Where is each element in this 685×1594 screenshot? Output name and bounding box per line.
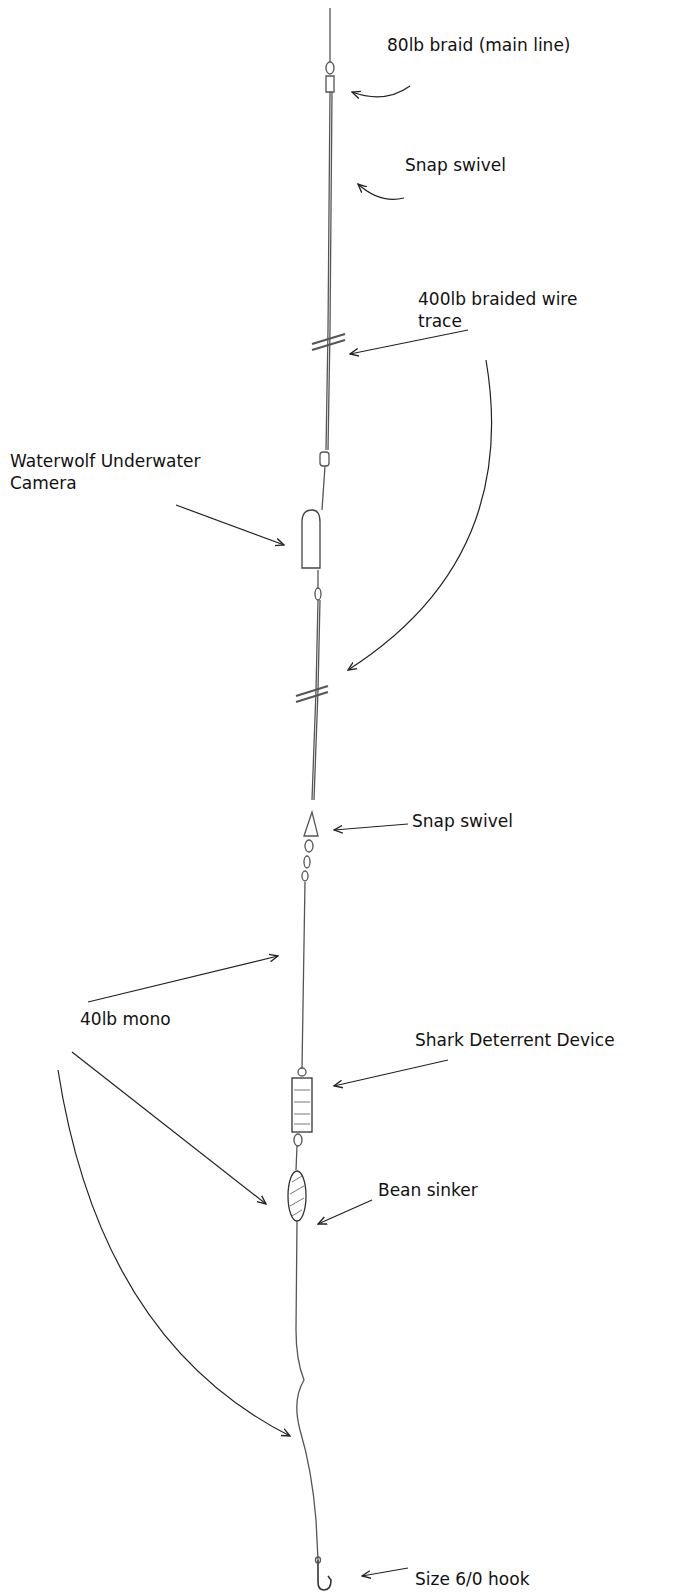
part-label: Waterwolf Underwater Camera — [10, 450, 210, 494]
part-label: Size 6/0 hook — [415, 1568, 615, 1590]
part-label: 80lb braid (main line) — [387, 34, 667, 56]
part-label: Snap swivel — [412, 810, 612, 832]
part-label: 40lb mono — [80, 1008, 230, 1030]
part-label: Bean sinker — [378, 1179, 578, 1201]
part-label: Snap swivel — [405, 154, 605, 176]
part-label: Shark Deterrent Device — [415, 1029, 675, 1051]
rig-lines — [288, 8, 345, 1590]
part-label: 400lb braided wire trace — [418, 288, 618, 332]
